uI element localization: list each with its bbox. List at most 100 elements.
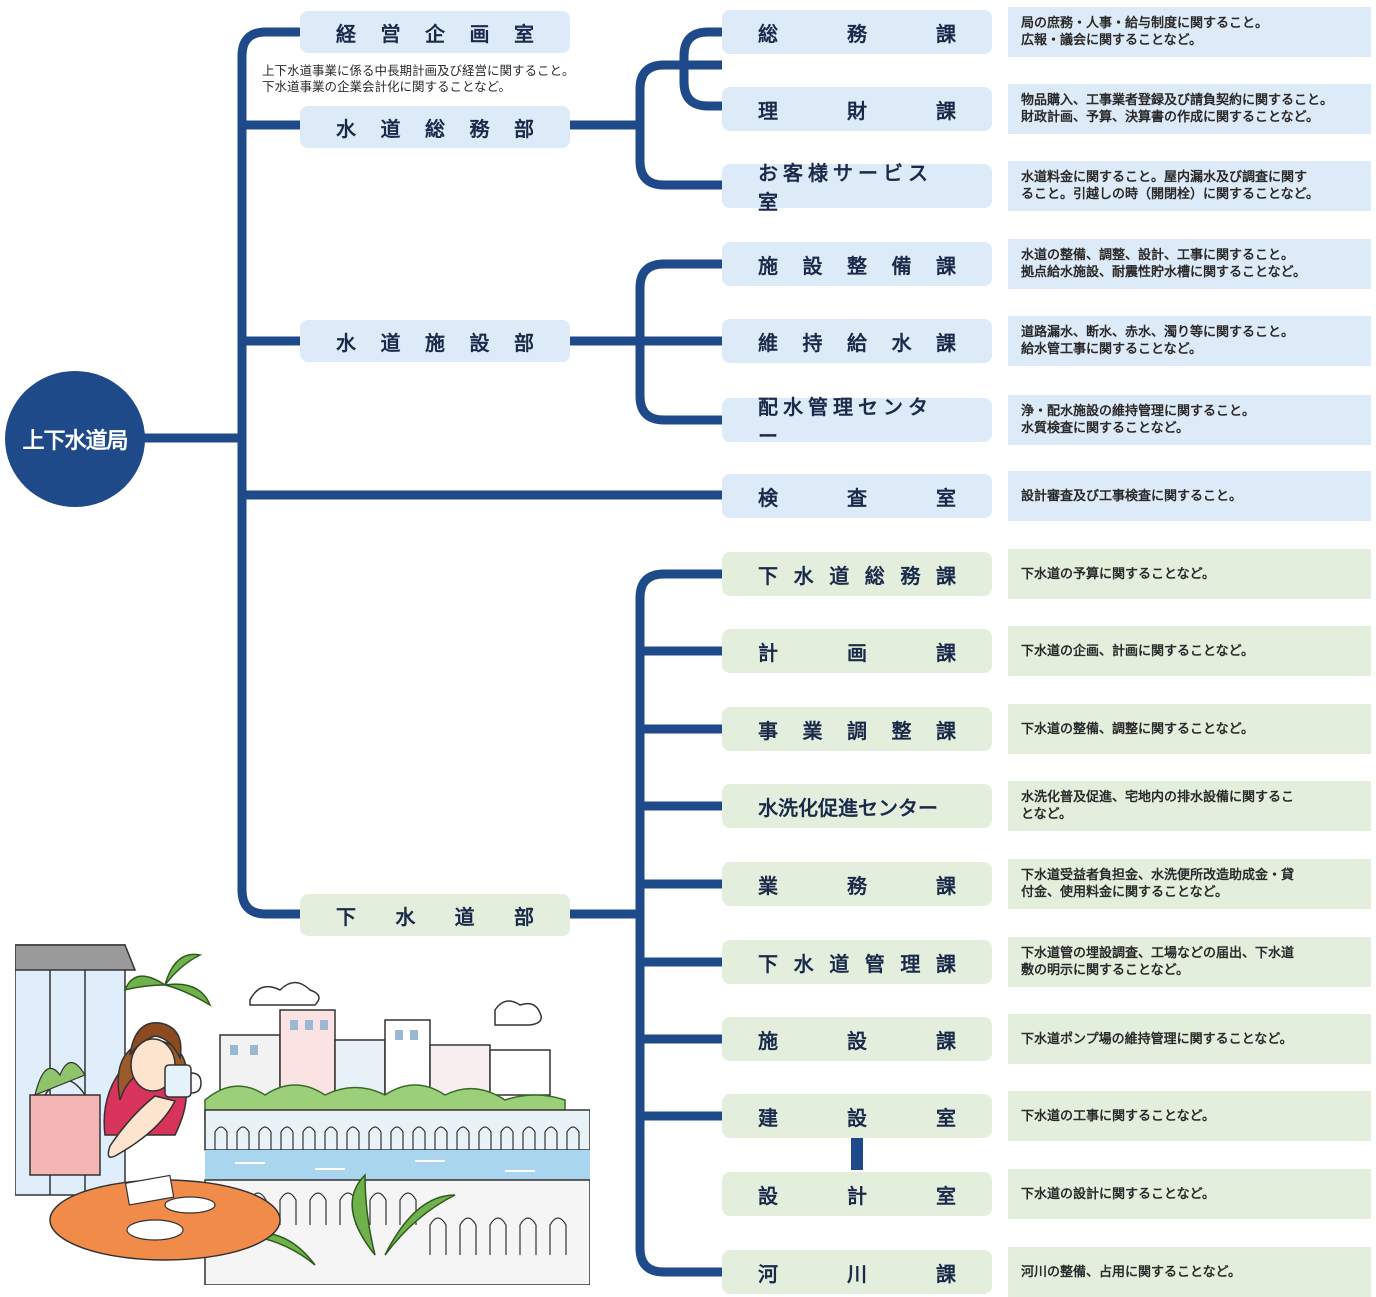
section-char: 下 (758, 951, 778, 976)
section-desc: 設計審査及び工事検査に関すること。 (1008, 471, 1371, 521)
section-rivers: 河 川 課 (722, 1250, 992, 1294)
section-char: 室 (936, 1105, 956, 1130)
section-char: 備 (891, 253, 912, 278)
section-char: 調 (847, 718, 867, 743)
section-char: 水 (891, 330, 912, 355)
section-char: 水 (793, 951, 814, 976)
section-char: 画 (847, 640, 867, 665)
section-char: 室 (936, 1183, 956, 1208)
section-desc: 下水道ポンプ場の維持管理に関することなど。 (1008, 1014, 1371, 1064)
section-planning: 計 画 課 (722, 629, 992, 673)
dept-char: 道 (380, 330, 401, 355)
section-desc: 下水道受益者負担金、水洗便所改造助成金・貸 付金、使用料金に関することなど。 (1008, 859, 1371, 909)
section-char: 設 (847, 1105, 867, 1130)
root-label: 上下水道局 (22, 429, 128, 454)
section-char: 河 (758, 1261, 778, 1286)
section-char: 建 (758, 1105, 778, 1130)
section-char: 施 (758, 253, 778, 278)
section-char: 下 (758, 563, 778, 588)
section-desc: 下水道の設計に関することなど。 (1008, 1169, 1371, 1219)
section-char: 課 (936, 330, 956, 355)
section-general-affairs: 総 務 課 (722, 10, 992, 54)
dept-water-general-affairs: 水 道 総 務 部 (300, 106, 570, 148)
section-char: 給 (847, 330, 867, 355)
section-char: 課 (936, 640, 956, 665)
section-desc: 下水道の企画、計画に関することなど。 (1008, 626, 1371, 676)
section-facility-maintenance: 施 設 整 備 課 (722, 242, 992, 286)
section-char: 課 (935, 951, 956, 976)
section-label: お客様サービス室 (758, 161, 933, 214)
dept-char: 下 (336, 904, 356, 929)
section-desc: 局の庶務・人事・給与制度に関すること。 広報・議会に関することなど。 (1008, 7, 1371, 57)
section-desc: 下水道管の埋設調査、工場などの届出、下水道 敷の明示に関することなど。 (1008, 937, 1371, 987)
section-customer-service: お客様サービス室 (722, 161, 992, 214)
section-construction-office: 建 設 室 (722, 1094, 992, 1138)
section-char: 財 (847, 98, 867, 123)
section-label: 水洗化促進センター (758, 795, 938, 820)
section-char: 課 (936, 873, 956, 898)
section-char: 整 (847, 253, 867, 278)
dept-char: 部 (514, 116, 534, 141)
section-char: 整 (891, 718, 912, 743)
section-label: 配水管理センター (758, 395, 933, 448)
section-char: 理 (900, 951, 921, 976)
section-flush-toilet-center: 水洗化促進センター (722, 784, 992, 828)
dept-char: 企 (425, 21, 445, 46)
dept-char: 水 (336, 116, 356, 141)
section-char: 設 (802, 253, 823, 278)
section-char: 水 (793, 563, 814, 588)
section-char: 道 (829, 563, 850, 588)
planning-office-note: 上下水道事業に係る中長期計画及び経営に関すること。 下水道事業の企業会計化に関す… (262, 63, 575, 94)
dept-char: 室 (514, 21, 534, 46)
section-finance: 理 財 課 (722, 87, 992, 131)
section-char: 検 (758, 485, 778, 510)
section-char: 査 (847, 485, 867, 510)
riverside-cafe-illustration (15, 944, 590, 1285)
section-desc: 下水道の工事に関することなど。 (1008, 1091, 1371, 1141)
section-char: 務 (847, 21, 867, 46)
section-char: 管 (864, 951, 885, 976)
section-facilities: 施 設 課 (722, 1017, 992, 1061)
section-design-office: 設 計 室 (722, 1172, 992, 1216)
section-char: 課 (936, 718, 956, 743)
section-char: 施 (758, 1028, 778, 1053)
dept-management-planning-office: 経 営 企 画 室 (300, 11, 570, 53)
dept-char: 部 (513, 904, 534, 929)
section-desc: 水道の整備、調整、設計、工事に関すること。 拠点給水施設、耐震性貯水槽に関するこ… (1008, 239, 1371, 289)
section-water-supply-maintenance: 維 持 給 水 課 (722, 319, 992, 363)
section-sewerage-management: 下 水 道 管 理 課 (722, 940, 992, 984)
section-char: 務 (900, 563, 921, 588)
section-char: 設 (847, 1028, 867, 1053)
dept-char: 部 (514, 330, 534, 355)
section-desc: 下水道の整備、調整に関することなど。 (1008, 704, 1371, 754)
section-distribution-center: 配水管理センター (722, 395, 992, 448)
section-char: 室 (936, 485, 956, 510)
section-desc: 物品購入、工事業者登録及び請負契約に関すること。 財政計画、予算、決算書の作成に… (1008, 84, 1371, 134)
section-char: 課 (936, 1261, 956, 1286)
section-desc: 河川の整備、占用に関することなど。 (1008, 1247, 1371, 1297)
section-char: 課 (936, 98, 956, 123)
dept-char: 経 (336, 21, 356, 46)
section-char: 理 (758, 98, 778, 123)
section-char: 業 (758, 873, 778, 898)
dept-char: 務 (469, 116, 490, 141)
root-node-bureau: 上下水道局 (5, 371, 145, 507)
section-char: 事 (758, 718, 778, 743)
dept-water-facilities: 水 道 施 設 部 (300, 320, 570, 362)
section-sewerage-general-affairs: 下 水 道 総 務 課 (722, 552, 992, 596)
dept-char: 営 (380, 21, 401, 46)
dept-char: 画 (469, 21, 490, 46)
section-char: 計 (847, 1183, 867, 1208)
dept-char: 施 (425, 330, 445, 355)
section-char: 業 (802, 718, 823, 743)
section-char: 課 (936, 1028, 956, 1053)
section-char: 課 (936, 253, 956, 278)
dept-char: 道 (380, 116, 401, 141)
section-char: 務 (847, 873, 867, 898)
section-desc: 道路漏水、断水、赤水、濁り等に関すること。 給水管工事に関することなど。 (1008, 316, 1371, 366)
section-inspection-office: 検 査 室 (722, 474, 992, 518)
section-desc: 水道料金に関すること。屋内漏水及び調査に関す ること。引越しの時（開閉栓）に関す… (1008, 161, 1371, 211)
section-char: 川 (847, 1261, 867, 1286)
section-desc: 浄・配水施設の維持管理に関すること。 水質検査に関することなど。 (1008, 395, 1371, 445)
